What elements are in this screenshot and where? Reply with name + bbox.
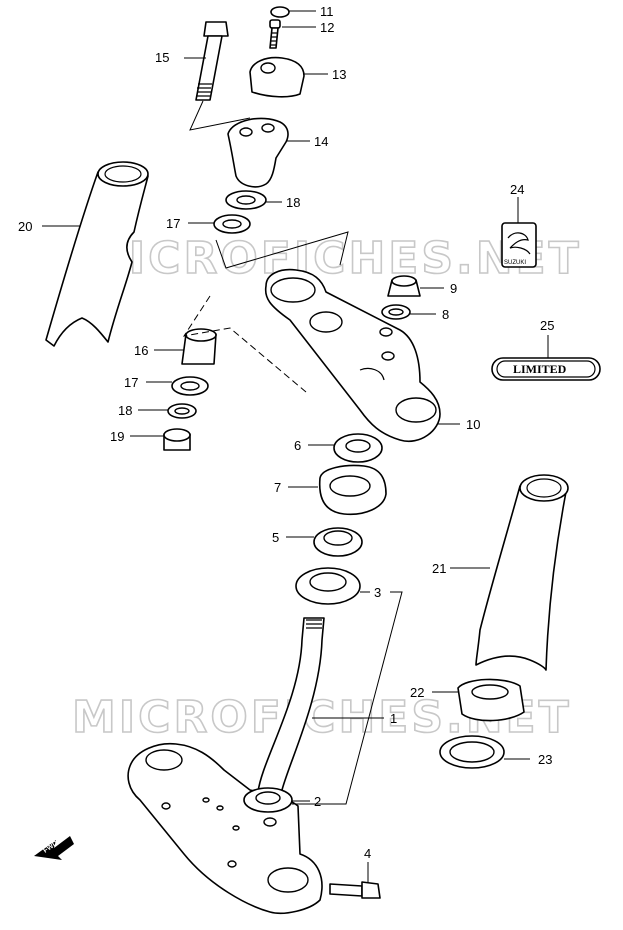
part-19-nut: [163, 428, 191, 451]
part-5-bearing: [313, 527, 363, 557]
callout-16: 16: [134, 343, 148, 358]
emblem-text: SUZUKI: [504, 260, 526, 266]
callout-18-lower: 18: [118, 403, 132, 418]
assembly-line-top: [189, 100, 251, 131]
part-12-screw: [269, 19, 281, 49]
leader-lines: [42, 10, 549, 882]
callout-5: 5: [272, 530, 279, 545]
part-15-bolt: [195, 21, 229, 101]
part-1-steering-stem: [127, 617, 325, 915]
callout-1: 1: [390, 711, 397, 726]
part-20-left-fork-cover: [45, 161, 149, 347]
callout-7: 7: [274, 480, 281, 495]
part-3-bearing-race: [295, 567, 361, 605]
badge-text: LIMITED: [513, 362, 567, 376]
callout-11: 11: [320, 4, 334, 19]
part-14-lower-handlebar-holder: [227, 117, 289, 188]
part-9-nut: [387, 275, 421, 297]
callout-19: 19: [110, 429, 124, 444]
callout-2: 2: [314, 794, 321, 809]
part-24-emblem: SUZUKI: [501, 222, 537, 268]
callout-10: 10: [466, 417, 480, 432]
part-21-right-fork-cover: [475, 474, 569, 671]
part-17-upper-washer: [213, 214, 251, 234]
part-25-badge: LIMITED: [491, 357, 601, 381]
part-18-lower-washer: [167, 403, 197, 419]
part-17-lower-washer: [171, 376, 209, 396]
part-10-upper-bracket: [264, 268, 441, 443]
callout-9: 9: [450, 281, 457, 296]
assembly-line-mid: [215, 231, 349, 269]
callout-6: 6: [294, 438, 301, 453]
part-4-bolt: [329, 881, 381, 899]
callout-labels: 11 12 13 15 14 18 17 20 24 9 8 25 16 17 …: [18, 4, 554, 861]
part-8-washer: [381, 304, 411, 320]
part-11-cap: [270, 6, 290, 18]
watermark-top: MICROFICHES.NET: [82, 233, 582, 284]
assembly-line-left: [182, 295, 307, 393]
part-16-spacer: [181, 328, 217, 365]
callout-17-lower: 17: [124, 375, 138, 390]
callout-3: 3: [374, 585, 381, 600]
callout-17-upper: 17: [166, 216, 180, 231]
callout-23: 23: [538, 752, 552, 767]
callout-8: 8: [442, 307, 449, 322]
callout-18-upper: 18: [286, 195, 300, 210]
callout-20: 20: [18, 219, 32, 234]
callout-21: 21: [432, 561, 446, 576]
callout-24: 24: [510, 182, 524, 197]
assembly-line-stem: [292, 591, 403, 805]
part-6-lock-nut: [333, 433, 383, 463]
callout-25: 25: [540, 318, 554, 333]
callout-4: 4: [364, 846, 371, 861]
part-23-washer: [439, 735, 505, 769]
part-2-dust-seal: [243, 787, 293, 813]
part-13-upper-handlebar-holder: [249, 56, 305, 98]
part-22-steering-nut: [457, 678, 525, 722]
forward-direction-arrow: FWD: [34, 836, 74, 860]
part-7-dust-seal: [318, 464, 387, 516]
callout-12: 12: [320, 20, 334, 35]
part-18-upper-washer: [225, 190, 267, 210]
callout-14: 14: [314, 134, 328, 149]
callout-15: 15: [155, 50, 169, 65]
callout-22: 22: [410, 685, 424, 700]
callout-13: 13: [332, 67, 346, 82]
